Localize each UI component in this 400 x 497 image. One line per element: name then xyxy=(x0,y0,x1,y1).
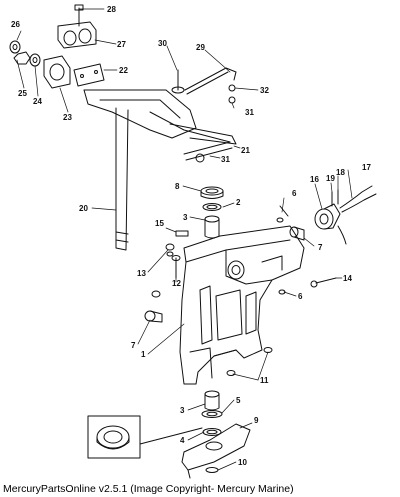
callout-17: 17 xyxy=(362,163,371,172)
steering-arm xyxy=(83,89,237,145)
callout-20: 20 xyxy=(79,204,88,213)
copyright-caption: MercuryPartsOnline v2.5.1 (Image Copyrig… xyxy=(3,483,294,495)
part-10-washer xyxy=(205,467,219,473)
part-7-bushing-left xyxy=(144,310,163,323)
part-17-wire xyxy=(337,185,377,245)
callout-3-lower: 3 xyxy=(180,406,185,415)
swivel-bracket-diagram: 28 26 27 25 24 23 22 30 29 32 31 31 21 8… xyxy=(9,4,377,479)
part-16-trim-sender xyxy=(314,203,341,230)
detail-inset-seal xyxy=(87,415,203,459)
part-3-bushing-upper xyxy=(204,215,220,239)
callout-30: 30 xyxy=(158,39,167,48)
callout-25: 25 xyxy=(18,89,27,98)
callout-29: 29 xyxy=(196,43,205,52)
part-24-washer xyxy=(29,53,41,67)
callout-15: 15 xyxy=(155,219,164,228)
part-32-nut xyxy=(228,84,236,92)
callout-2: 2 xyxy=(236,198,241,207)
part-15-key xyxy=(175,230,189,237)
callout-12: 12 xyxy=(172,279,181,288)
part-9-lower-yoke xyxy=(181,423,251,479)
callout-1: 1 xyxy=(141,350,146,359)
callout-7-left: 7 xyxy=(131,341,136,350)
part-7-bushing-right xyxy=(289,226,305,241)
callout-21: 21 xyxy=(241,146,250,155)
callout-5: 5 xyxy=(236,396,241,405)
callout-3-upper: 3 xyxy=(183,213,188,222)
part-12-screw xyxy=(171,255,181,279)
part-13-washers xyxy=(151,243,175,298)
callout-11: 11 xyxy=(260,376,269,385)
part-3-bushing-lower xyxy=(204,390,220,411)
leader-lines xyxy=(16,8,353,471)
callout-14: 14 xyxy=(343,274,352,283)
part-29-link-rod xyxy=(184,67,237,95)
part-8-bearing xyxy=(200,186,224,199)
part-2-ring xyxy=(202,203,222,211)
callout-31-upper: 31 xyxy=(245,108,254,117)
part-1-swivel-bracket xyxy=(179,225,305,385)
part-23-bushing xyxy=(43,55,71,89)
part-22-plate xyxy=(73,63,105,87)
part-20-steering-shaft xyxy=(115,107,129,251)
part-30-pin xyxy=(171,69,185,94)
part-5-seal xyxy=(201,410,223,418)
part-21-bolts xyxy=(183,141,233,163)
part-11-screws xyxy=(226,347,273,376)
callout-32: 32 xyxy=(260,86,269,95)
callout-18: 18 xyxy=(336,168,345,177)
callout-22: 22 xyxy=(119,66,128,75)
part-6-screw-upper xyxy=(276,205,289,223)
callout-27: 27 xyxy=(117,40,126,49)
callout-26: 26 xyxy=(11,20,20,29)
part-31-nut xyxy=(228,96,236,104)
callout-23: 23 xyxy=(63,113,72,122)
callout-6-upper: 6 xyxy=(292,189,297,198)
callout-4: 4 xyxy=(180,436,185,445)
part-4-ring xyxy=(202,428,222,436)
callout-28: 28 xyxy=(107,5,116,14)
part-25-nut xyxy=(13,51,31,65)
callout-13: 13 xyxy=(137,269,146,278)
callout-31-lower: 31 xyxy=(221,155,230,164)
part-26-washer xyxy=(9,40,21,54)
callout-10: 10 xyxy=(238,458,247,467)
part-27-clamp-cap xyxy=(57,21,97,49)
callout-19: 19 xyxy=(326,174,335,183)
callout-7-right: 7 xyxy=(318,243,323,252)
callout-24: 24 xyxy=(33,97,42,106)
callout-8: 8 xyxy=(175,182,180,191)
part-14-bolt xyxy=(310,277,337,288)
callout-6-lower: 6 xyxy=(298,292,303,301)
callout-9: 9 xyxy=(254,416,259,425)
callout-labels: 28 26 27 25 24 23 22 30 29 32 31 31 21 8… xyxy=(11,5,371,467)
callout-16: 16 xyxy=(310,175,319,184)
